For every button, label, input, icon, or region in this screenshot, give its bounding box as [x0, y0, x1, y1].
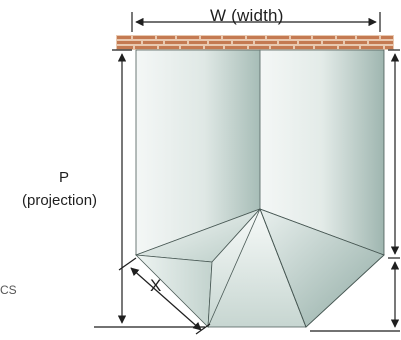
projection-letter-label: P: [59, 169, 70, 186]
x-extension-1: [118, 257, 137, 271]
awning-illustration: [134, 49, 385, 328]
bay-facet-front-left: [134, 254, 213, 328]
width-label: W (width): [210, 6, 284, 25]
x-label: X: [150, 276, 162, 295]
dimension-lines: [94, 12, 400, 335]
projection-label: (projection): [22, 192, 98, 209]
x-extension-2: [195, 323, 211, 335]
edge-text-fragment: CS: [0, 283, 17, 297]
x-arrow: [130, 267, 202, 331]
brick-wall: [116, 35, 394, 50]
